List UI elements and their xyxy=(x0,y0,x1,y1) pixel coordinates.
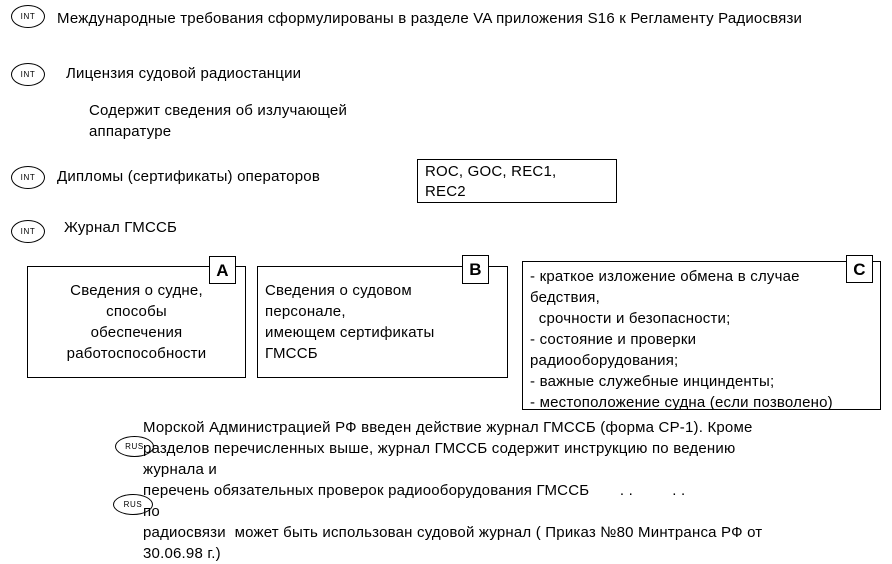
license-title: Лицензия судовой радиостанции xyxy=(66,65,302,82)
journal-section-b-box: Сведения о судовом персонале, имеющем се… xyxy=(257,266,508,378)
journal-section-a-label: A xyxy=(209,256,236,284)
int-badge-1: INT xyxy=(11,5,45,28)
int-badge-4: INT xyxy=(11,220,45,243)
license-note: Содержит сведения об излучающей аппарату… xyxy=(89,102,348,140)
journal-section-c-label: C xyxy=(846,255,873,283)
rus-note-2: по радиосвязи может быть использован суд… xyxy=(143,503,763,562)
int-badge-3: INT xyxy=(11,166,45,189)
journal-section-b-label: B xyxy=(462,255,489,284)
certificates-box: ROC, GOC, REC1, REC2 xyxy=(417,159,617,203)
journal-title: Журнал ГМССБ xyxy=(64,219,178,236)
rus-badge-2: RUS xyxy=(113,494,153,515)
intl-requirements-text: Международные требования сформулированы … xyxy=(57,10,803,27)
journal-section-a-box: Сведения о судне, способы обеспечения ра… xyxy=(27,266,246,378)
rus-note-1: Морской Администрацией РФ введен действи… xyxy=(143,419,753,499)
diplomas-title: Дипломы (сертификаты) операторов xyxy=(57,168,320,185)
int-badge-2: INT xyxy=(11,63,45,86)
rus-badge-1: RUS xyxy=(115,436,154,457)
journal-section-c-box: - краткое изложение обмена в случае бедс… xyxy=(522,261,881,411)
